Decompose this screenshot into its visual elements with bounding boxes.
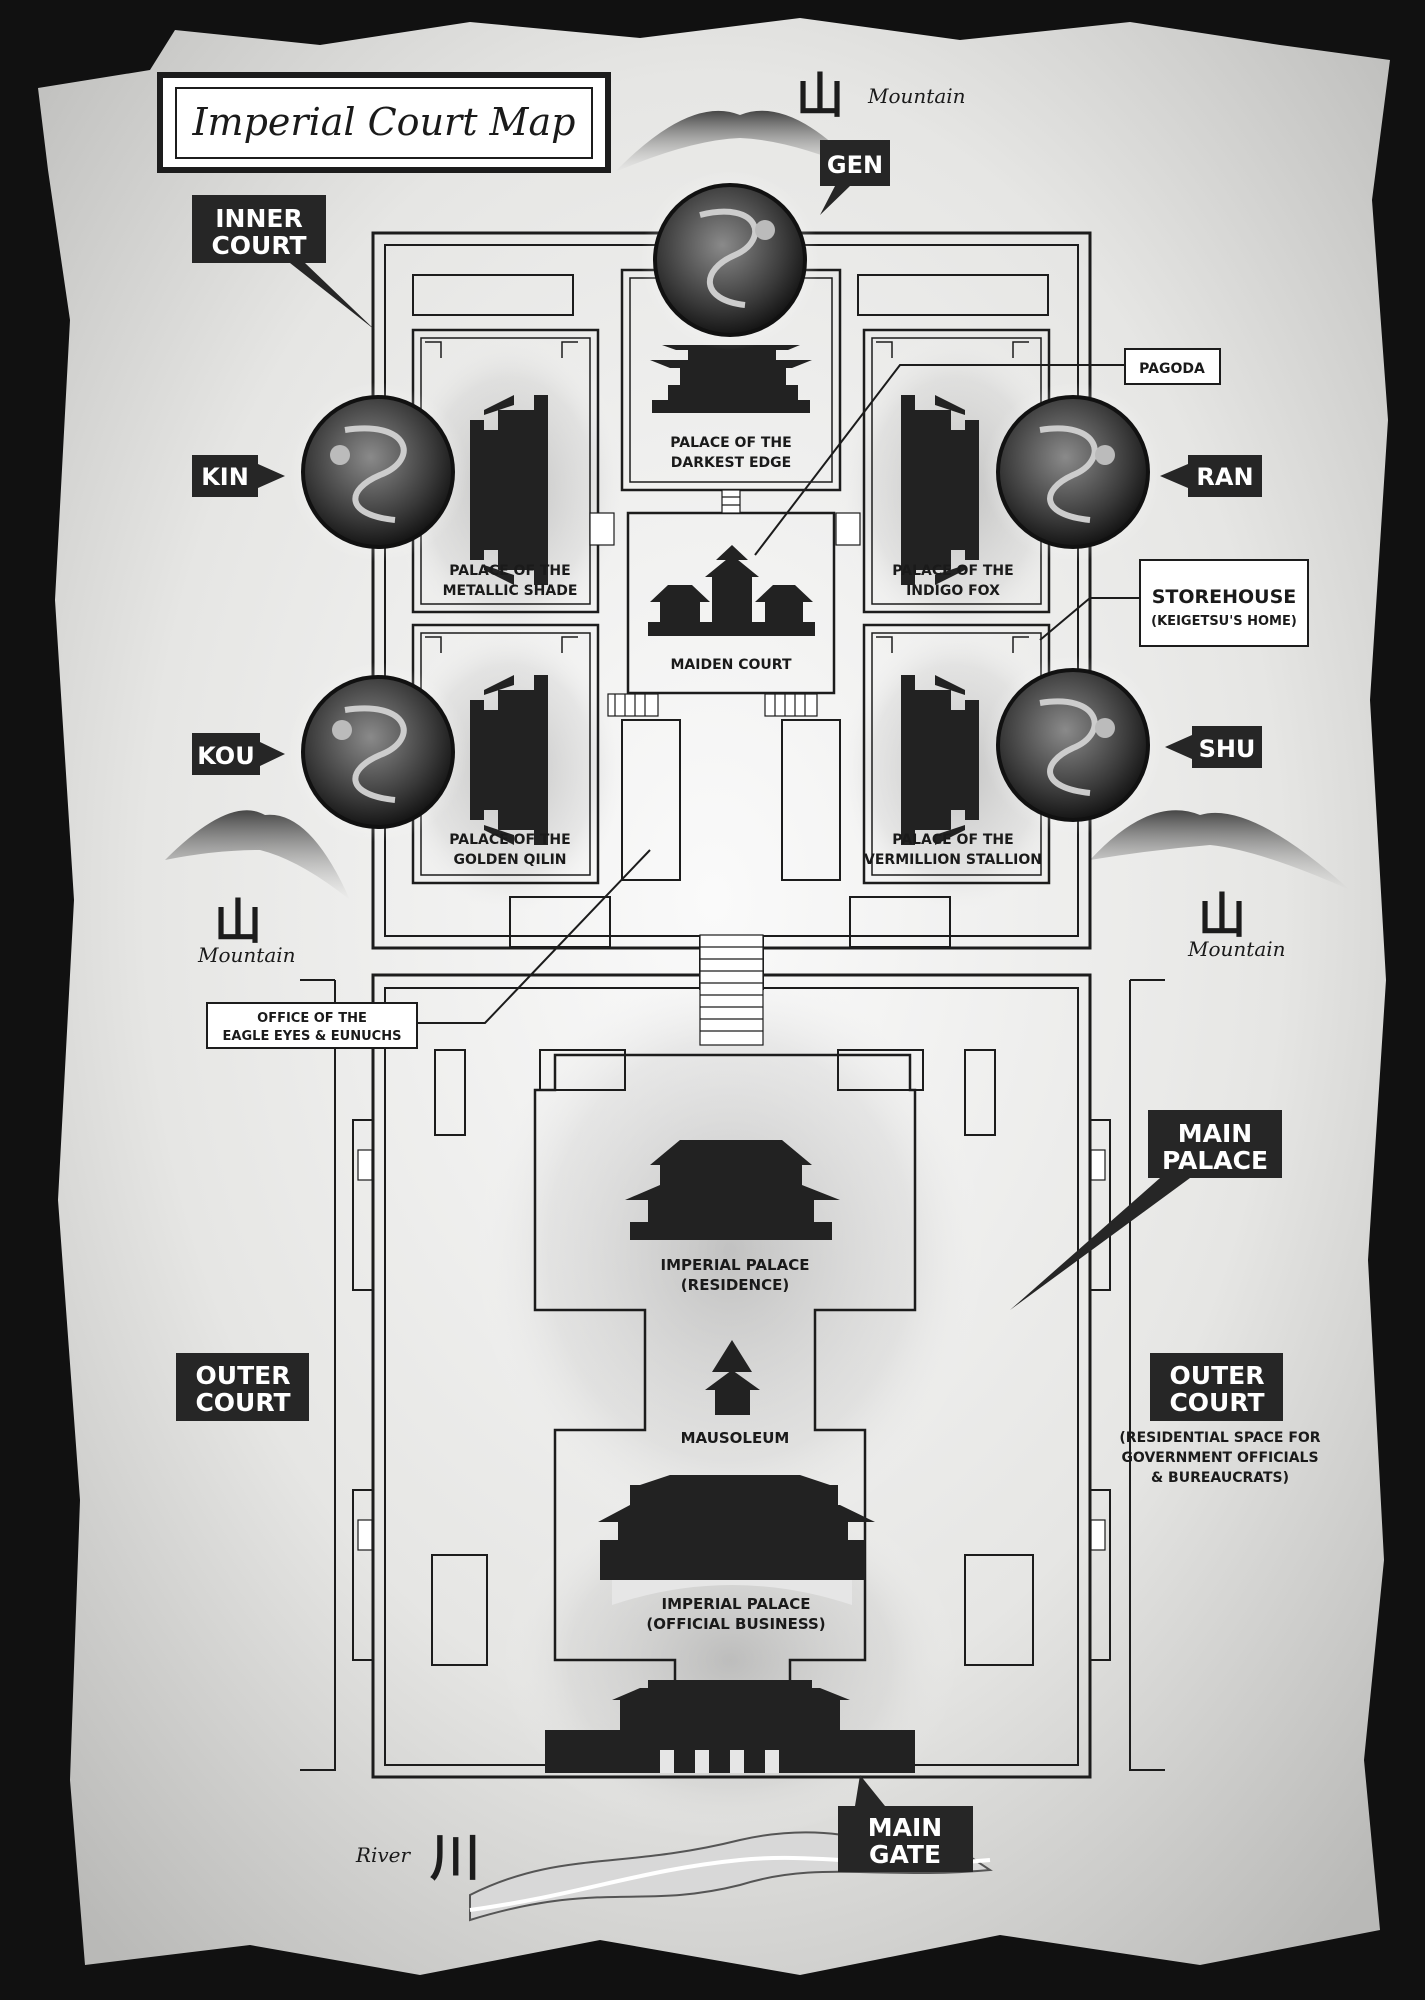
indigo-fox-line1: PALACE OF THE [892,563,1013,579]
kin-medallion [288,382,468,562]
shu-pointer [1165,735,1192,759]
inner-stairs [589,489,861,717]
outer-court-note-line1: (RESIDENTIAL SPACE FOR [1119,1430,1320,1446]
imperial-residence-building [625,1140,840,1240]
darkest-edge-line2: DARKEST EDGE [671,455,791,471]
title-box: Imperial Court Map [157,72,611,173]
mountain-top: 山 Mountain [615,68,966,172]
outer-court-note-line2: GOVERNMENT OFFICIALS [1121,1450,1318,1466]
main-gate-line2: GATE [869,1840,941,1869]
inner-court-label-line2: COURT [211,231,306,260]
main-gate-pointer [855,1775,885,1806]
mountain-label-left: Mountain [197,943,296,967]
indigo-fox-line2: INDIGO FOX [906,583,1000,599]
main-gate-line1: MAIN [868,1813,942,1842]
inner-court-label-line1: INNER [215,204,302,233]
outer-court-left-line1: OUTER [196,1361,291,1390]
ran-label-box [1188,455,1262,497]
outer-court-left-line2: COURT [195,1388,290,1417]
main-palace-line1: MAIN [1178,1119,1252,1148]
pagoda-label: PAGODA [1139,361,1205,377]
palace-metallic-shade-building [470,395,548,585]
palace-golden-qilin-building [470,675,548,845]
maiden-court-label: MAIDEN COURT [671,657,792,673]
maiden-court-building [648,545,815,636]
kin-label-box [192,455,258,497]
shu-label-box [1192,726,1262,768]
vermillion-stallion-line1: PALACE OF THE [892,832,1013,848]
residence-line2: (RESIDENCE) [681,1276,789,1294]
gen-medallion [640,170,820,350]
mountain-glyph-right: 山 [1198,888,1246,944]
gen-pointer [820,186,850,215]
gen-label: GEN [827,151,883,179]
mountain-label-top: Mountain [867,84,966,108]
kin-pointer [258,464,285,488]
kou-medallion [288,662,468,842]
courtyard-corners [425,341,1029,653]
pagoda-label-box [1124,348,1221,385]
central-stairs [357,934,1106,1551]
main-gate-label-box [838,1806,973,1872]
mountain-glyph-top: 山 [796,68,844,124]
mountain-glyph-left: 山 [214,894,262,950]
metallic-shade-line1: PALACE OF THE [449,563,570,579]
mausoleum-building [705,1340,760,1415]
shu-label: SHU [1199,735,1256,763]
palace-darkest-edge-building [650,345,812,413]
office-label-box [206,1002,418,1049]
leader-lines [417,364,1140,1024]
vermillion-stallion-line2: VERMILLION STALLION [864,852,1042,868]
mountain-left: 山 Mountain [165,810,350,967]
gen-label-box [820,140,890,186]
main-palace-line2: PALACE [1162,1146,1268,1175]
inner-court-label-box [192,195,326,263]
mountain-label-right: Mountain [1187,937,1286,961]
main-palace-label-box [1148,1110,1282,1178]
outer-court-note-line3: & BUREAUCRATS) [1151,1470,1289,1486]
storehouse-label-box [1139,559,1309,647]
office-line2: EAGLE EYES & EUNUCHS [223,1029,402,1044]
shu-medallion [983,655,1163,835]
storehouse-line1: STOREHOUSE [1152,586,1297,608]
main-palace-pointer [1010,1178,1190,1310]
official-line1: IMPERIAL PALACE [662,1595,811,1613]
outer-court-right-line1: OUTER [1170,1361,1265,1390]
imperial-official-building [598,1475,875,1605]
mountain-right: 山 Mountain [1090,810,1350,961]
river-label: River [355,1843,412,1867]
official-line2: (OFFICIAL BUSINESS) [646,1615,825,1633]
ran-medallion [983,382,1163,562]
river-glyph: 川 [430,1828,480,1887]
kou-label-box [192,733,260,775]
residence-line1: IMPERIAL PALACE [661,1256,810,1274]
storehouse-line2: (KEIGETSU'S HOME) [1151,614,1297,629]
darkest-edge-line1: PALACE OF THE [670,435,791,451]
palace-indigo-fox-building [901,395,979,585]
outer-court-right-box [1150,1353,1283,1421]
metallic-shade-line2: METALLIC SHADE [443,583,578,599]
ran-label: RAN [1196,463,1253,491]
golden-qilin-line2: GOLDEN QILIN [453,852,566,868]
palace-vermillion-stallion-building [901,675,979,845]
outer-court-left-box [176,1353,309,1421]
kou-label: KOU [197,742,254,770]
mausoleum-label: MAUSOLEUM [681,1429,790,1447]
kou-pointer [260,742,285,766]
kin-label: KIN [201,463,249,491]
inner-court-pointer [290,263,375,330]
main-gate-building [545,1680,915,1773]
map-title: Imperial Court Map [192,100,576,144]
outer-court-right-line2: COURT [1169,1388,1264,1417]
office-line1: OFFICE OF THE [257,1011,367,1026]
golden-qilin-line1: PALACE OF THE [449,832,570,848]
ran-pointer [1160,464,1188,488]
